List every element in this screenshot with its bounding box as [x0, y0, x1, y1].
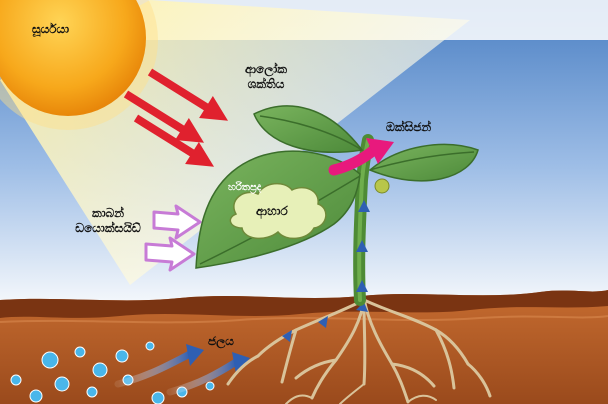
- oxygen-arrow: [328, 138, 394, 176]
- carbon-dioxide-label-line1: කාබන්: [91, 206, 125, 220]
- sun-label: සූර්යයා: [32, 22, 70, 36]
- light-energy-label: ආලෝක ශක්තිය: [230, 62, 302, 92]
- chlorophyll-label: හරිතප්‍රද: [228, 182, 262, 193]
- sun-icon: [0, 0, 158, 130]
- oxygen-label: ඔක්සිජන්: [386, 120, 432, 134]
- light-energy-label-line1: ආලෝක: [244, 62, 288, 76]
- carbon-dioxide-label-line2: ඩයොක්සයිඩ්: [75, 221, 141, 235]
- food-label: ආහාර: [256, 204, 288, 218]
- root-water-arrows: [282, 302, 368, 342]
- food-cloud: [229, 182, 327, 240]
- stem-water-arrows: [356, 200, 370, 292]
- carbon-dioxide-label: කාබන් ඩයොක්සයිඩ්: [60, 206, 156, 236]
- light-energy-arrows: [123, 68, 229, 167]
- water-arrows: [114, 344, 250, 396]
- light-energy-label-line2: ශක්තිය: [247, 77, 285, 91]
- carbon-dioxide-arrows: [144, 204, 202, 272]
- water-label: ජලය: [208, 334, 234, 348]
- bud: [374, 178, 390, 194]
